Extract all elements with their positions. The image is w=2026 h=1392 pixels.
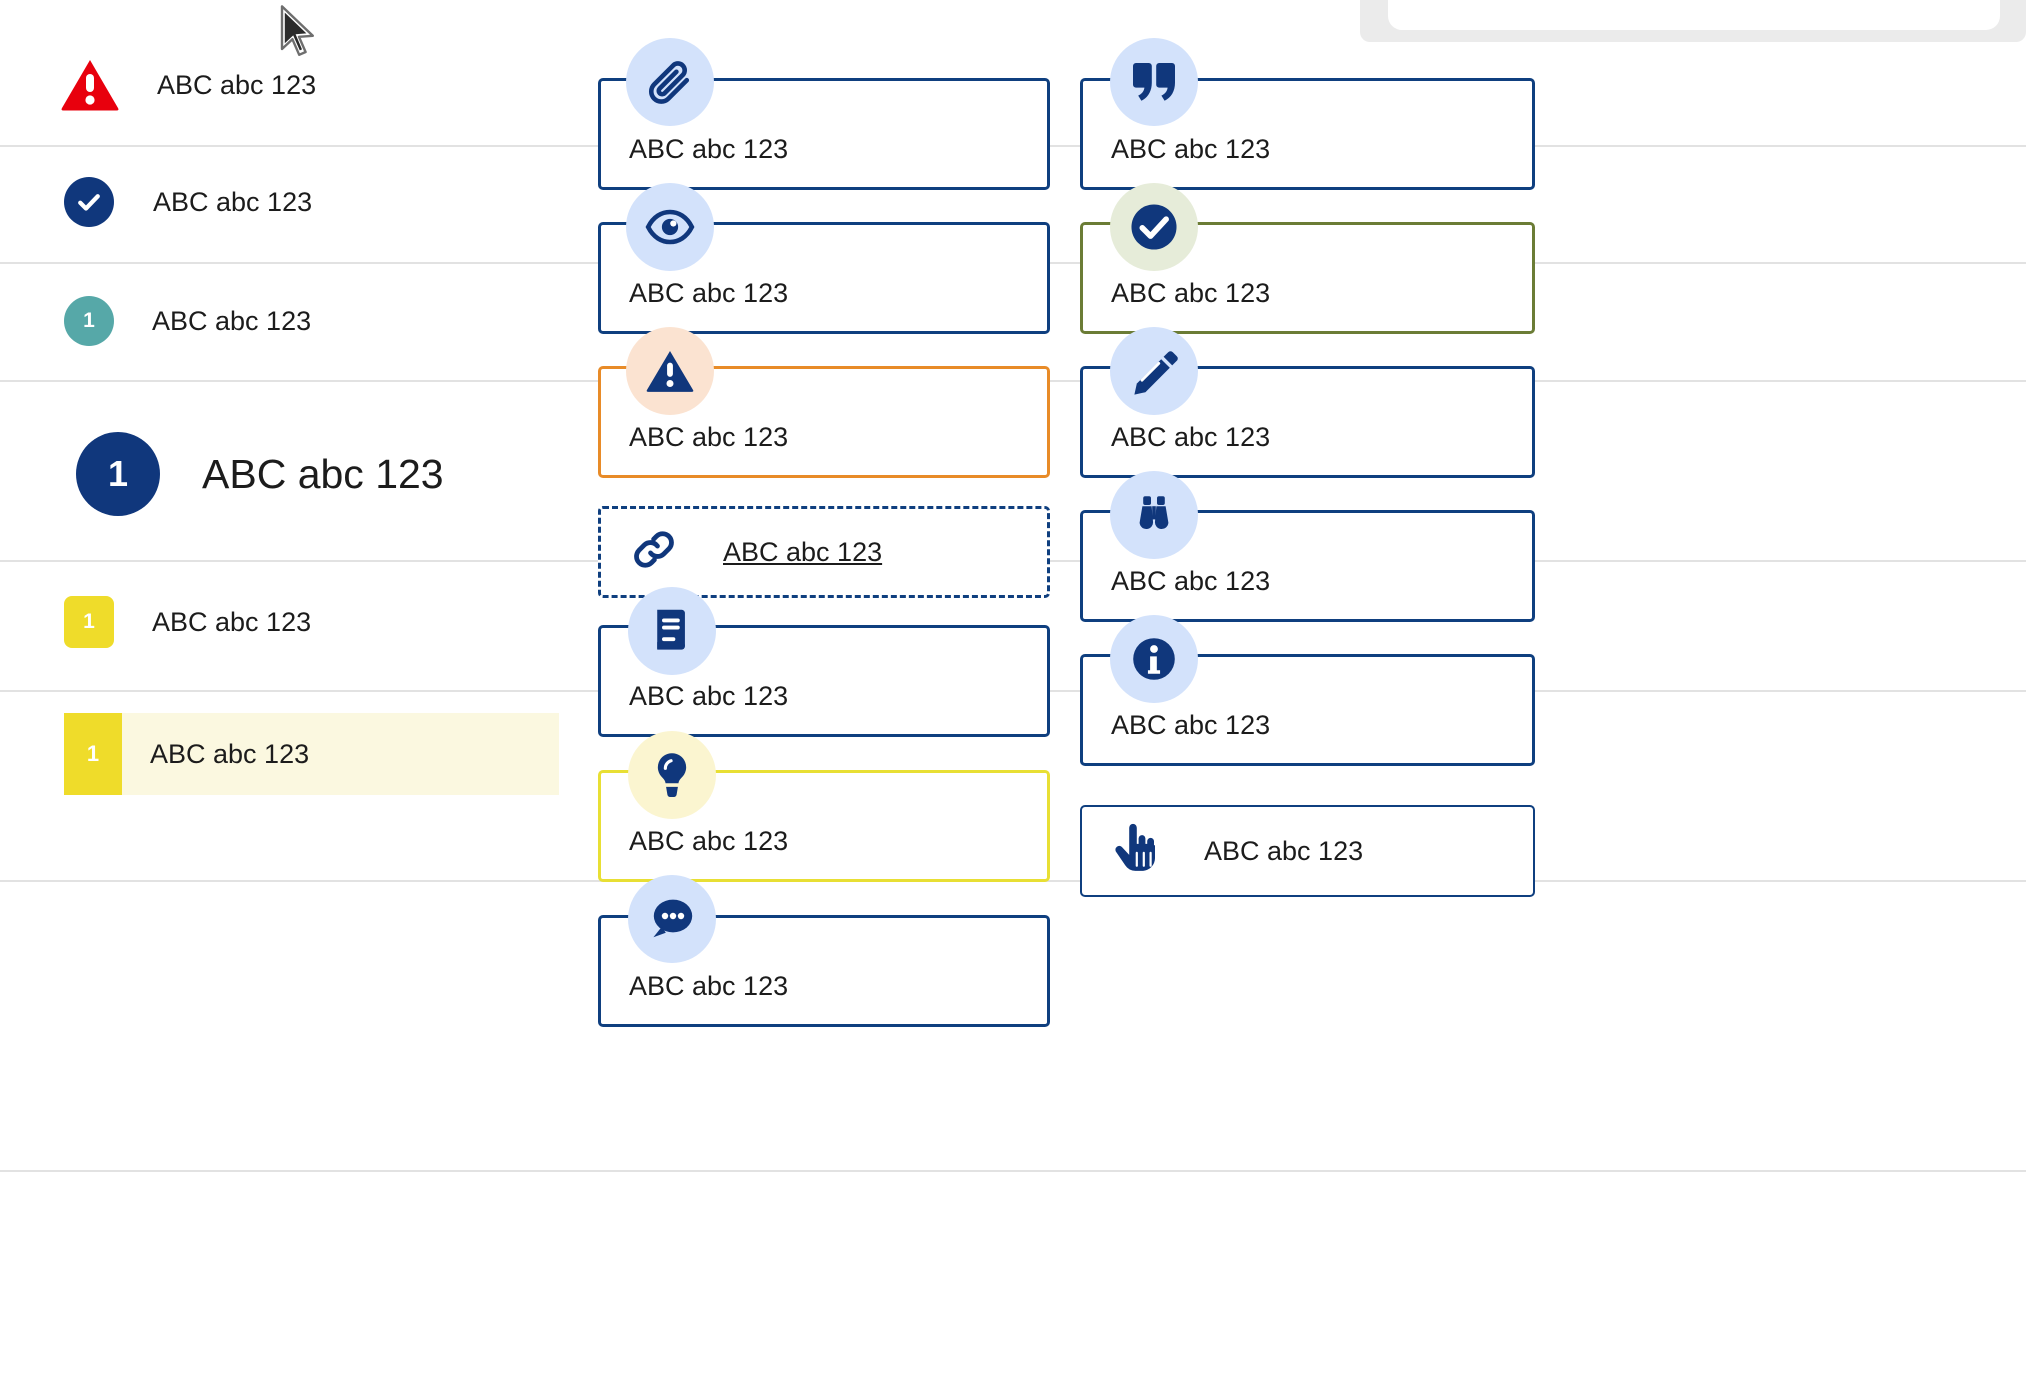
card-label: ABC abc 123 bbox=[1111, 422, 1271, 452]
card-action[interactable]: ABC abc 123 bbox=[1080, 805, 1535, 897]
paperclip-icon bbox=[626, 38, 714, 126]
card-visibility[interactable]: ABC abc 123 bbox=[598, 222, 1050, 334]
left-column-list: ABC abc 123 ABC abc 123 1 ABC abc 123 1 … bbox=[0, 0, 760, 1392]
list-item-primary[interactable]: 1 ABC abc 123 bbox=[76, 432, 444, 516]
card-link[interactable]: ABC abc 123 bbox=[598, 506, 1050, 598]
card-link-content: ABC abc 123 bbox=[631, 509, 882, 595]
speech-bubble-icon bbox=[628, 875, 716, 963]
list-item-check[interactable]: ABC abc 123 bbox=[64, 177, 312, 227]
number-badge-icon: 1 bbox=[64, 713, 122, 795]
badge-number: 1 bbox=[107, 453, 129, 494]
badge-number: 1 bbox=[83, 610, 95, 633]
card-label: ABC abc 123 bbox=[629, 278, 789, 308]
mouse-pointer-icon bbox=[278, 4, 320, 60]
badge-number: 1 bbox=[86, 741, 100, 766]
list-item-label: ABC abc 123 bbox=[153, 186, 313, 217]
card-label: ABC abc 123 bbox=[1111, 566, 1271, 596]
list-item-teal[interactable]: 1 ABC abc 123 bbox=[64, 296, 311, 346]
list-item-selected[interactable]: 1 ABC abc 123 bbox=[64, 713, 559, 795]
list-item-alert[interactable]: ABC abc 123 bbox=[60, 58, 316, 112]
card-label: ABC abc 123 bbox=[1111, 278, 1271, 308]
check-circle-icon bbox=[1110, 183, 1198, 271]
eye-icon bbox=[626, 183, 714, 271]
list-item-label: ABC abc 123 bbox=[150, 738, 310, 769]
check-circle-icon bbox=[64, 177, 114, 227]
card-label: ABC abc 123 bbox=[629, 826, 789, 856]
lightbulb-icon bbox=[628, 731, 716, 819]
list-item-label: ABC abc 123 bbox=[152, 305, 312, 336]
pencil-icon bbox=[1110, 327, 1198, 415]
card-link-label[interactable]: ABC abc 123 bbox=[723, 536, 883, 567]
link-chain-icon bbox=[631, 527, 677, 578]
info-circle-icon bbox=[1110, 615, 1198, 703]
book-icon bbox=[628, 587, 716, 675]
list-item-label: ABC abc 123 bbox=[157, 69, 317, 100]
warning-triangle-icon bbox=[626, 327, 714, 415]
alert-triangle-icon bbox=[60, 58, 120, 112]
quote-marks-icon bbox=[1110, 38, 1198, 126]
binoculars-icon bbox=[1110, 471, 1198, 559]
number-badge-icon: 1 bbox=[64, 296, 114, 346]
number-badge-icon: 1 bbox=[76, 432, 160, 516]
pointing-hand-icon bbox=[1112, 823, 1160, 880]
card-action-label: ABC abc 123 bbox=[1204, 835, 1364, 866]
badge-number: 1 bbox=[83, 309, 95, 332]
list-item-label: ABC abc 123 bbox=[152, 606, 312, 637]
top-panel bbox=[1388, 0, 2000, 30]
card-action-content: ABC abc 123 bbox=[1112, 807, 1363, 895]
card-label: ABC abc 123 bbox=[1111, 710, 1271, 740]
card-label: ABC abc 123 bbox=[1111, 134, 1271, 164]
row-divider bbox=[0, 1170, 2026, 1172]
card-label: ABC abc 123 bbox=[629, 681, 789, 711]
list-item-yellow[interactable]: 1 ABC abc 123 bbox=[64, 596, 311, 648]
card-label: ABC abc 123 bbox=[629, 134, 789, 164]
number-badge-icon: 1 bbox=[64, 596, 114, 648]
list-item-label: ABC abc 123 bbox=[202, 450, 444, 497]
card-label: ABC abc 123 bbox=[629, 422, 789, 452]
card-label: ABC abc 123 bbox=[629, 971, 789, 1001]
